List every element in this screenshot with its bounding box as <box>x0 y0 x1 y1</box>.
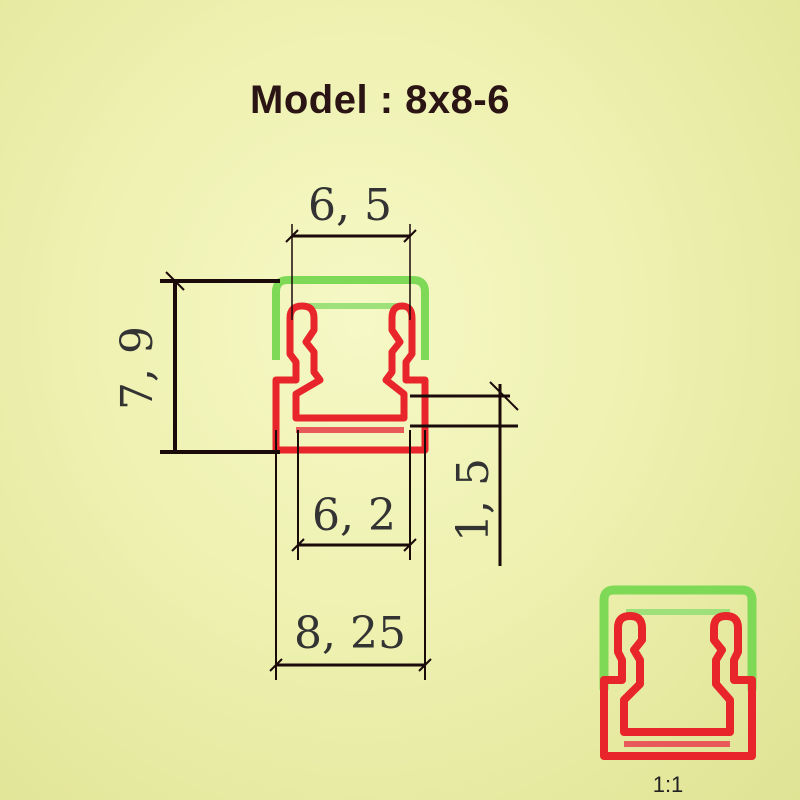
tick-outer-left <box>269 658 283 672</box>
tick-top-left <box>285 229 299 243</box>
tick-height-top <box>165 271 185 291</box>
scale-label: 1:1 <box>653 772 684 797</box>
preview-aluminium-profile <box>600 612 756 760</box>
tick-top-right <box>403 229 417 243</box>
diffuser-cover <box>272 276 429 360</box>
preview-diffuser-cover <box>599 585 757 690</box>
dimension-lines <box>160 224 519 680</box>
dim-label-outer-width: 8, 25 <box>294 608 406 659</box>
dim-label-top-width: 6, 5 <box>308 180 392 231</box>
tick-inner-left <box>291 538 305 552</box>
dim-label-height: 7, 9 <box>112 326 163 410</box>
tick-outer-right <box>418 658 432 672</box>
scale-preview <box>599 585 757 760</box>
model-title: Model : 8x8-6 <box>250 78 510 122</box>
tick-base-thickness <box>489 381 519 411</box>
tick-inner-right <box>403 538 417 552</box>
dim-label-inner-width: 6, 2 <box>312 490 396 541</box>
dim-label-base-thickness: 1, 5 <box>448 458 499 542</box>
